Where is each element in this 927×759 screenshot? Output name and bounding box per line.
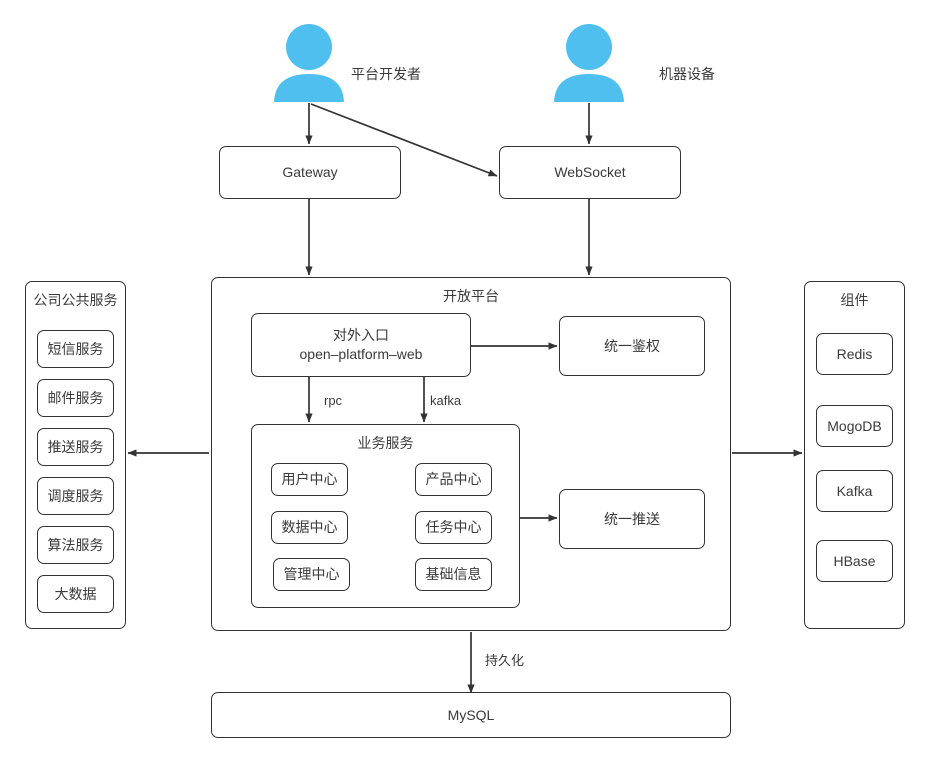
node-unified-push[interactable]: 统一推送	[559, 489, 705, 549]
public-service-sms[interactable]: 短信服务	[37, 330, 114, 368]
node-websocket[interactable]: WebSocket	[499, 146, 681, 199]
edge-label-kafka: kafka	[430, 393, 462, 408]
node-unified-auth[interactable]: 统一鉴权	[559, 316, 705, 376]
edge-label-persistence: 持久化	[485, 653, 525, 668]
component-kafka[interactable]: Kafka	[816, 470, 893, 512]
public-service-scheduler[interactable]: 调度服务	[37, 477, 114, 515]
node-gateway[interactable]: Gateway	[219, 146, 401, 199]
component-hbase[interactable]: HBase	[816, 540, 893, 582]
user-icon-glyph	[274, 24, 344, 104]
component-mongodb[interactable]: MogoDB	[816, 405, 893, 447]
group-business-services: 业务服务	[251, 424, 520, 608]
group-business-services-title: 业务服务	[357, 435, 414, 451]
business-admin-center[interactable]: 管理中心	[273, 558, 350, 591]
user-icon	[272, 22, 346, 104]
panel-open-platform: 开放平台	[211, 277, 731, 631]
business-product-center[interactable]: 产品中心	[415, 463, 492, 496]
panel-open-platform-title: 开放平台	[443, 288, 499, 304]
business-user-center[interactable]: 用户中心	[271, 463, 348, 496]
public-service-algorithm[interactable]: 算法服务	[37, 526, 114, 564]
business-task-center[interactable]: 任务中心	[415, 511, 492, 544]
user-icon	[552, 22, 626, 104]
edge-developer-to-websocket	[310, 103, 498, 177]
node-mysql[interactable]: MySQL	[211, 692, 731, 738]
business-data-center[interactable]: 数据中心	[271, 511, 348, 544]
component-redis[interactable]: Redis	[816, 333, 893, 375]
actor-label-machine-device: 机器设备	[659, 66, 715, 82]
user-icon-glyph	[554, 24, 624, 104]
public-service-bigdata[interactable]: 大数据	[37, 575, 114, 613]
panel-components: 组件	[804, 281, 905, 629]
business-basic-info[interactable]: 基础信息	[415, 558, 492, 591]
panel-components-title: 组件	[840, 292, 869, 308]
open-platform-web-line2: open–platform–web	[299, 346, 423, 362]
edge-label-rpc: rpc	[324, 393, 343, 408]
panel-public-services-title: 公司公共服务	[33, 292, 118, 308]
open-platform-web-line1: 对外入口	[333, 327, 389, 344]
public-service-email[interactable]: 邮件服务	[37, 379, 114, 417]
node-open-platform-web[interactable]: 对外入口 open–platform–web	[251, 313, 471, 377]
public-service-push[interactable]: 推送服务	[37, 428, 114, 466]
panel-public-services: 公司公共服务	[25, 281, 126, 629]
actor-label-platform-developer: 平台开发者	[351, 66, 421, 82]
